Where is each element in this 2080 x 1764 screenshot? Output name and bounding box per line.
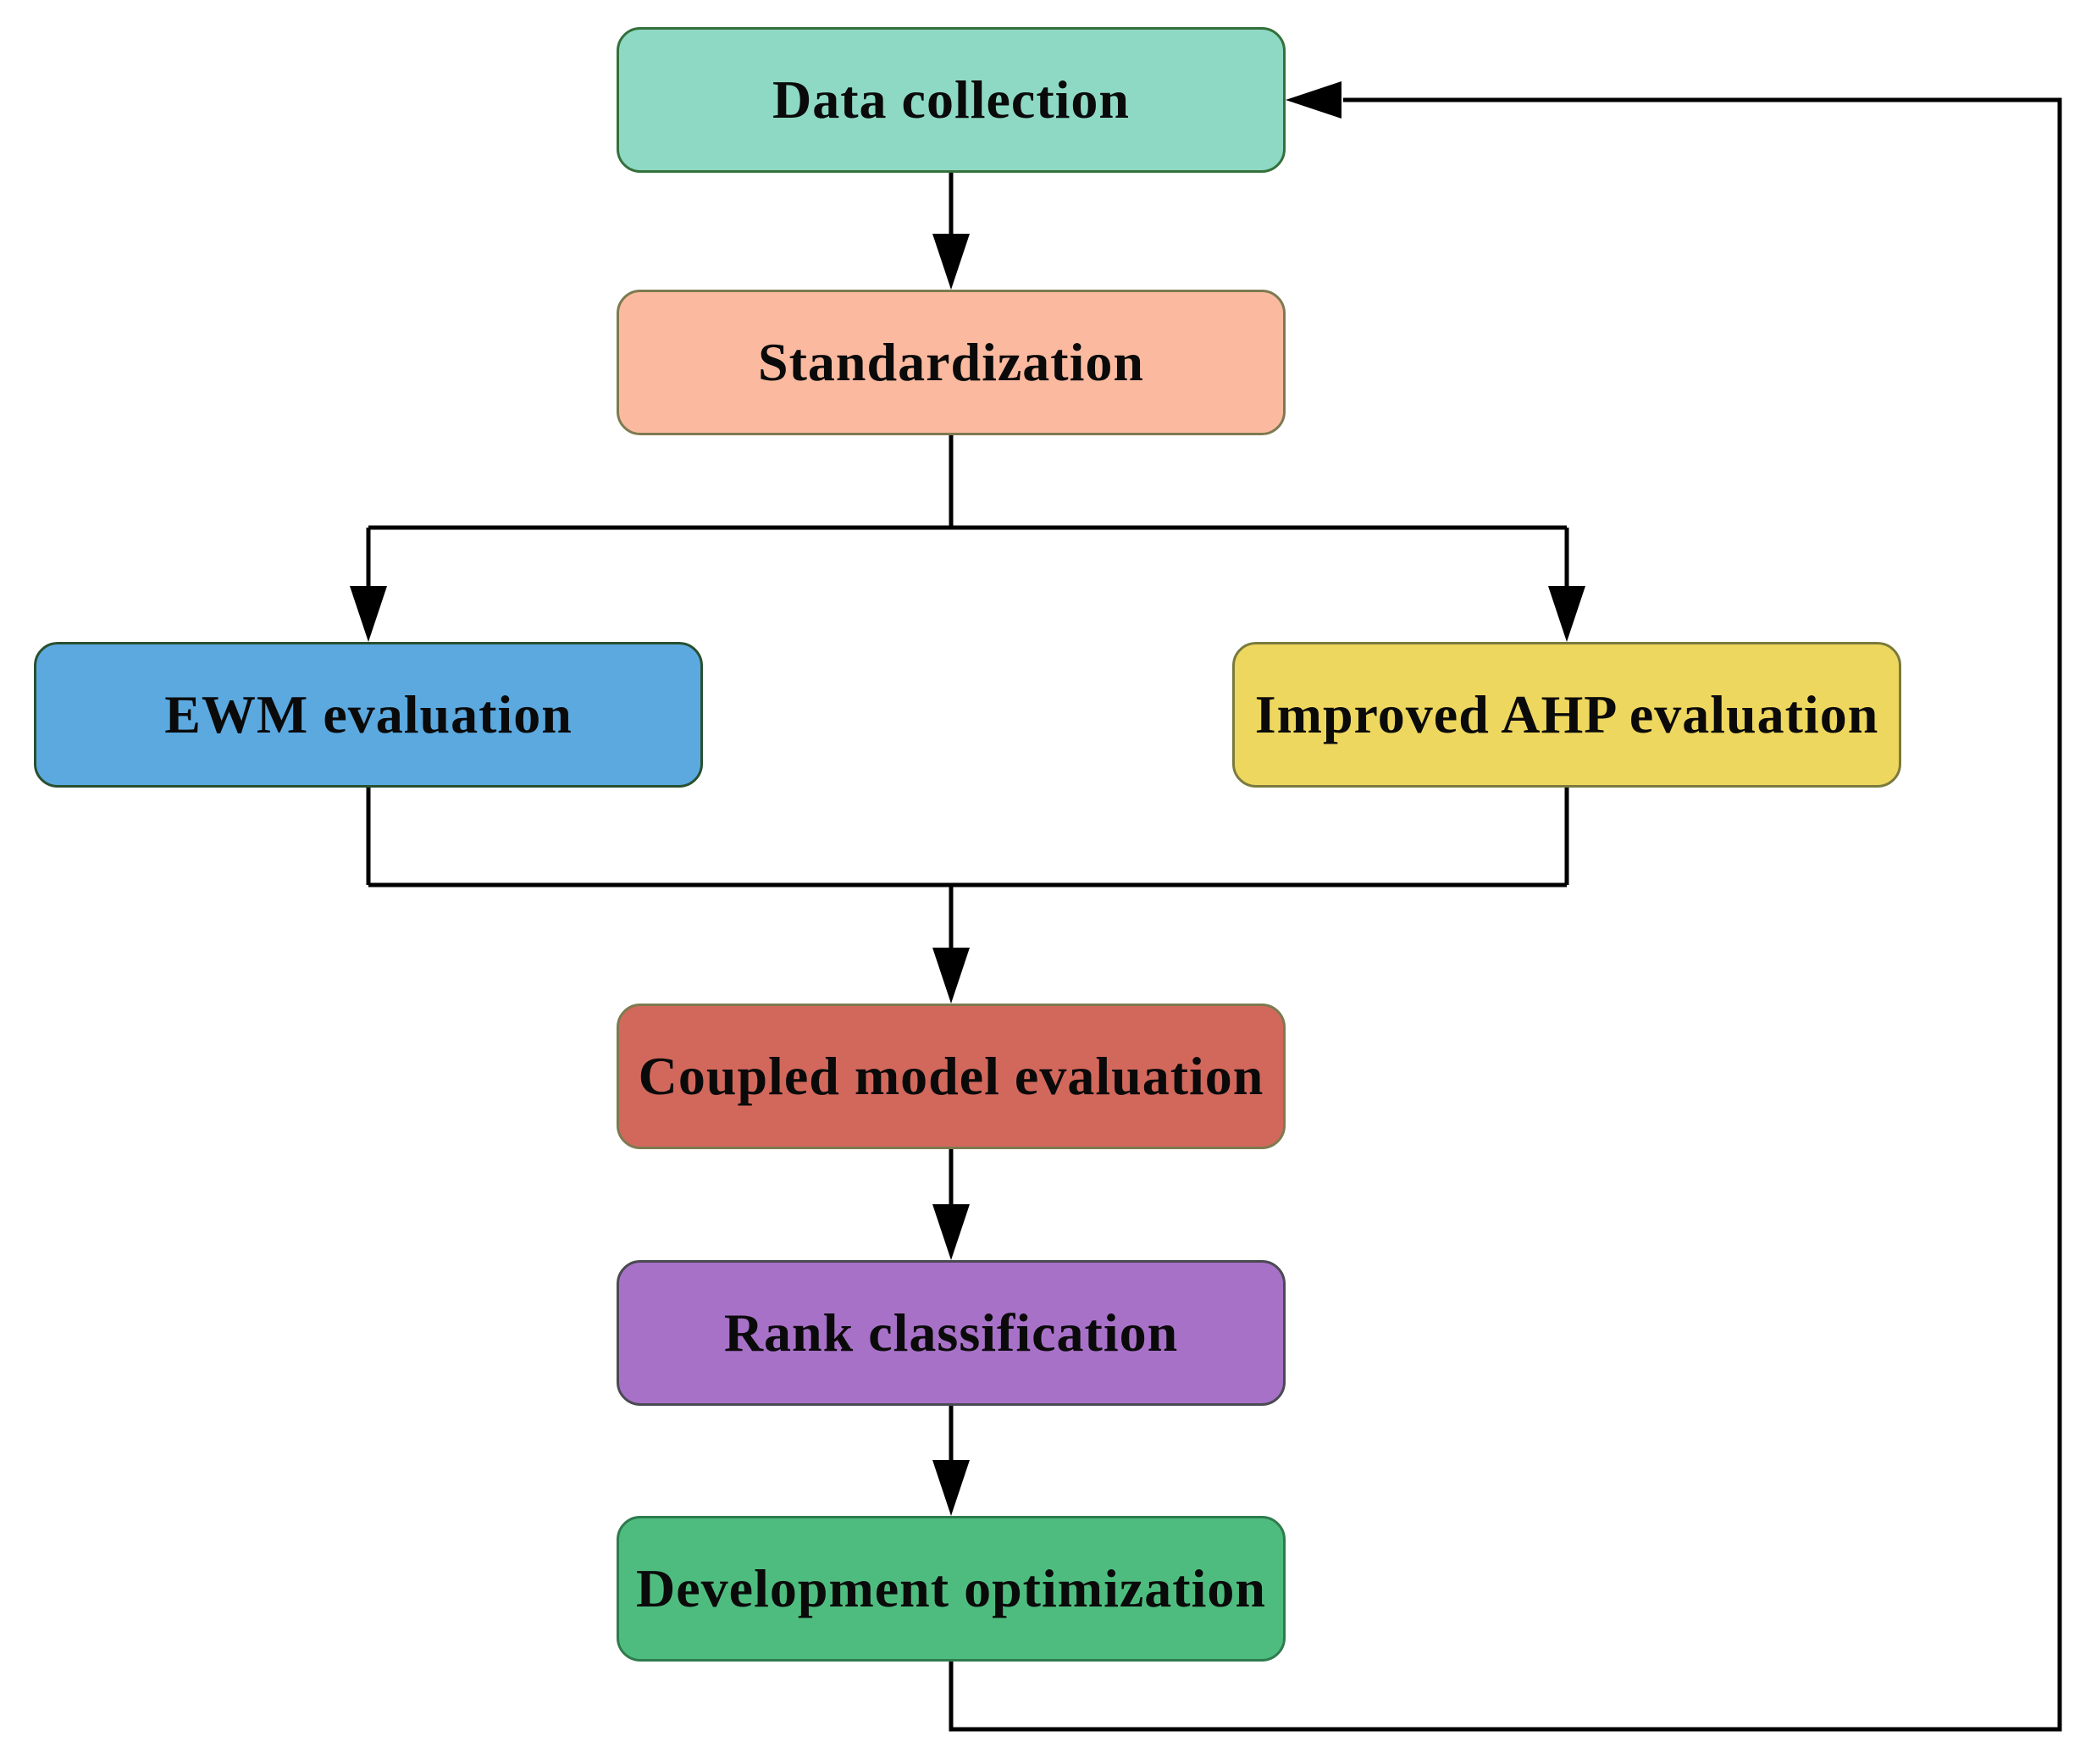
node-data-collection-label: Data collection [772, 69, 1130, 130]
node-coupled-model-evaluation-label: Coupled model evaluation [638, 1046, 1264, 1106]
node-development-optimization-label: Development optimization [636, 1558, 1266, 1618]
feedback-loop-line [949, 97, 2062, 1732]
node-improved-ahp-evaluation-label: Improved AHP evaluation [1254, 684, 1879, 744]
node-rank-classification-label: Rank classification [723, 1302, 1179, 1363]
arrow-merge-coupled-head [932, 948, 970, 1004]
node-standardization-label: Standardization [758, 332, 1144, 392]
node-standardization: Standardization [617, 290, 1286, 435]
node-ewm-evaluation: EWM evaluation [34, 642, 703, 788]
flow-arrows [350, 81, 2062, 1732]
node-ewm-evaluation-label: EWM evaluation [164, 684, 573, 744]
arrow-branch-ahp-head [1548, 586, 1585, 642]
node-coupled-model-evaluation: Coupled model evaluation [617, 1004, 1286, 1149]
feedback-loop-head [1286, 81, 1341, 119]
arrow-rank-development-head [932, 1460, 970, 1516]
arrow-branch-ewm-head [350, 586, 387, 642]
node-data-collection: Data collection [617, 27, 1286, 173]
arrow-datacollection-standardization-head [932, 234, 970, 290]
arrow-coupled-rank-head [932, 1204, 970, 1260]
node-improved-ahp-evaluation: Improved AHP evaluation [1232, 642, 1901, 788]
node-development-optimization: Development optimization [617, 1516, 1286, 1662]
node-rank-classification: Rank classification [617, 1260, 1286, 1406]
